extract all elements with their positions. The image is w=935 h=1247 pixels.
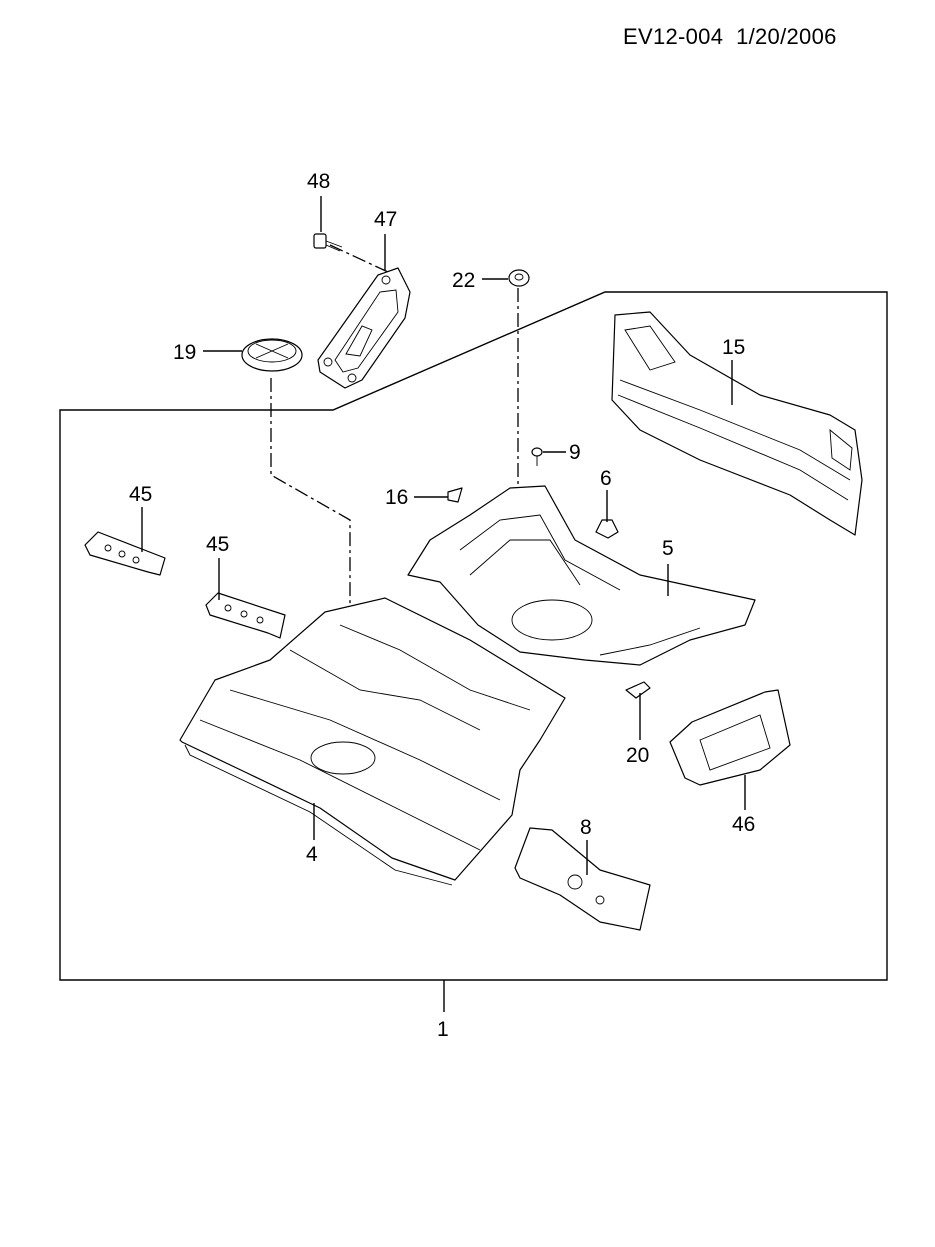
callout-46: 46 <box>732 813 755 836</box>
reinforcement-45-lower-drawing <box>205 592 286 639</box>
callout-5: 5 <box>662 537 674 560</box>
callout-47: 47 <box>374 208 397 231</box>
grommet-22-drawing <box>508 269 530 287</box>
callout-15: 15 <box>722 336 745 359</box>
callout-48: 48 <box>307 170 330 193</box>
callout-1: 1 <box>437 1018 449 1041</box>
callout-6: 6 <box>600 467 612 490</box>
clip-16-drawing <box>447 487 463 503</box>
callout-9: 9 <box>569 441 581 464</box>
rear-panel-15-drawing <box>611 311 863 536</box>
floor-pan-4-drawing <box>179 597 566 886</box>
callout-45-upper: 45 <box>129 483 152 506</box>
bolt-48-drawing <box>313 233 343 252</box>
screw-9-drawing <box>531 447 543 466</box>
locator-line-48 <box>329 244 389 273</box>
reinforcement-45-upper-drawing <box>84 531 166 576</box>
page-code: EV12-004 1/20/2006 <box>623 24 837 49</box>
bracket-47-drawing <box>317 267 411 389</box>
callout-20: 20 <box>626 744 649 767</box>
bracket-20-drawing <box>625 681 651 699</box>
callout-22: 22 <box>452 269 475 292</box>
rail-bracket-46-drawing <box>669 689 791 786</box>
cross-member-8-drawing <box>514 827 651 931</box>
callout-16: 16 <box>385 486 408 509</box>
nut-6-drawing <box>595 519 619 539</box>
plug-19-drawing <box>241 338 303 372</box>
rear-floor-5-drawing <box>407 485 756 666</box>
callout-19: 19 <box>173 341 196 364</box>
assembly-frame <box>59 291 888 981</box>
callout-45-lower: 45 <box>206 533 229 556</box>
callout-4: 4 <box>306 843 318 866</box>
callout-8: 8 <box>580 816 592 839</box>
